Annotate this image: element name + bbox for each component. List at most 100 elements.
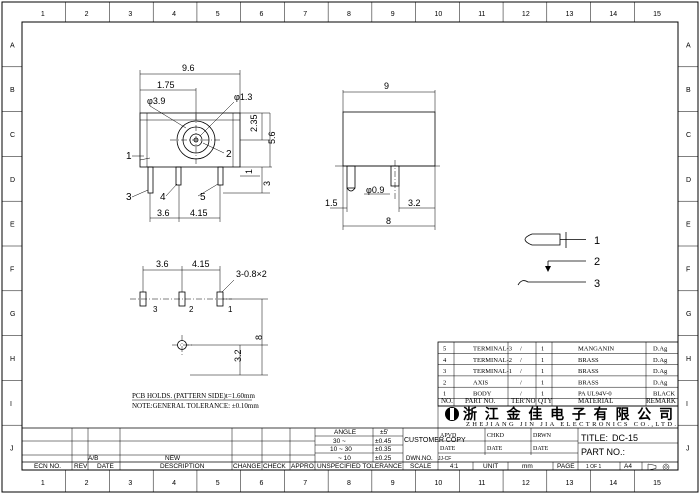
column-label-1: 1: [41, 480, 45, 487]
side-pin-left: [346, 165, 356, 189]
row-label-A: A: [686, 42, 691, 49]
tb-drwn: DRWN: [533, 433, 552, 439]
schematic-node-3: 3: [594, 278, 600, 290]
bom-row-1-no: 1: [443, 391, 446, 398]
tb-title-value: DC-15: [612, 433, 638, 443]
bom-header-remark: REMARK: [646, 397, 676, 405]
row-label-A: A: [10, 42, 15, 49]
tol-range-3: ~ 10: [338, 455, 351, 462]
tb-size: A4: [624, 463, 632, 470]
column-label-12: 12: [522, 11, 530, 18]
dim-pin-diameter: φ1.3: [234, 92, 252, 102]
row-label-J: J: [686, 446, 690, 453]
bom-row-3-ter: /: [520, 368, 522, 375]
bom-row-5-remark: D.Ag: [653, 346, 668, 353]
bom-header-no: NO.: [441, 397, 453, 405]
rev-rev-label: REV: [74, 463, 88, 470]
bom-row-1-ter: /: [520, 391, 522, 398]
side-dim-right: 3.2: [408, 198, 421, 208]
bom-row-3-part: TERMINAL-1: [473, 368, 512, 375]
bom-header-part: PART NO.: [465, 397, 496, 405]
bom-row-4-material: BRASS: [578, 357, 599, 364]
pcb-dim-v2: 3.2: [233, 349, 243, 362]
bom-header-material: MATERIAL: [578, 397, 613, 405]
customer-copy: CUSTOMER COPY: [404, 437, 466, 444]
dim-v4: 3: [262, 181, 272, 186]
column-label-15: 15: [653, 11, 661, 18]
schematic-node-2: 2: [594, 256, 600, 268]
dim-bottom-1: 3.6: [157, 208, 170, 218]
column-label-10: 10: [434, 11, 442, 18]
tb-dwn-no: DWN.NO.: [406, 456, 433, 462]
column-index-labels: 1122334455667788991010111112121313141415…: [41, 2, 661, 492]
column-label-3: 3: [128, 480, 132, 487]
bom-header-ter: TER'NO: [511, 397, 536, 405]
column-label-8: 8: [347, 480, 351, 487]
side-body-outline: [342, 111, 436, 167]
tol-angle-val: ±5': [380, 429, 388, 436]
bom-row-2-ter: /: [520, 379, 522, 386]
row-label-C: C: [686, 132, 691, 139]
tb-date-1: DATE: [440, 446, 456, 452]
column-label-2: 2: [85, 11, 89, 18]
row-label-H: H: [686, 356, 691, 363]
bom-row-5-no: 5: [443, 346, 446, 353]
projection-symbol-icon: [647, 463, 670, 471]
column-label-15: 15: [653, 480, 661, 487]
row-label-E: E: [10, 222, 15, 229]
row-label-I: I: [10, 401, 12, 408]
column-label-7: 7: [303, 480, 307, 487]
tol-angle: ANGLE: [334, 429, 357, 436]
pin-5: [217, 166, 224, 186]
bom-row-5-material: MANGANIN: [578, 346, 614, 353]
row-label-F: F: [686, 266, 690, 273]
tol-label: UNSPECIFIED TOLERANCE: [317, 463, 403, 470]
rev-date-label: DATE: [97, 463, 115, 470]
tb-scale: SCALE: [410, 463, 432, 470]
row-label-E: E: [686, 222, 691, 229]
pcb-dim-a: 3.6: [156, 259, 169, 269]
column-label-2: 2: [85, 480, 89, 487]
rev-change-label: CHANGE: [233, 463, 261, 470]
dim-v1: 2.35: [249, 114, 259, 132]
row-label-F: F: [10, 266, 14, 273]
tb-page-val: 1 OF 1: [586, 464, 602, 470]
column-label-3: 3: [128, 11, 132, 18]
row-label-D: D: [10, 177, 15, 184]
company-name-cn: 浙江金佳电子有限公司: [463, 406, 673, 422]
rev-ab: A/B: [88, 455, 98, 462]
column-label-5: 5: [216, 480, 220, 487]
tb-chkd: CHKD: [487, 433, 505, 439]
company-name-en: ZHEJIANG JIN JIA ELECTRONICS CO.,LTD.: [466, 421, 676, 428]
bom-row-3-material: BRASS: [578, 368, 599, 375]
plug-symbol: [524, 233, 561, 246]
bom-row-5-part: TERMINAL-3: [473, 346, 512, 353]
bom-row-5-qty: 1: [541, 346, 544, 353]
title-block: A/B NEW ECN NO. REV DATE DESCRIPTION CHA…: [22, 406, 678, 471]
side-dim-top: 9: [384, 81, 389, 91]
row-label-G: G: [686, 311, 691, 318]
rev-ecn-label: ECN NO.: [34, 463, 61, 470]
bom-row-2-qty: 1: [541, 379, 544, 386]
bom-row-1-qty: 1: [541, 391, 544, 398]
tb-date-3: DATE: [533, 446, 549, 452]
column-label-4: 4: [172, 11, 176, 18]
front-view: 9.6 1.75 φ3.9 φ1.3 2.35 5.6 1 3 3.6 4.15…: [126, 63, 277, 222]
dim-body-diameter: φ3.9: [147, 96, 165, 106]
bom-row-4-no: 4: [443, 357, 447, 364]
row-label-I: I: [686, 401, 688, 408]
row-label-H: H: [10, 356, 15, 363]
tb-page: PAGE: [557, 463, 575, 470]
column-label-14: 14: [609, 11, 617, 18]
callout-5: 5: [200, 192, 206, 203]
column-label-6: 6: [260, 11, 264, 18]
pcb-dim-b: 4.15: [192, 259, 210, 269]
row-label-B: B: [686, 87, 691, 94]
pcb-note-2: NOTE:GENERAL TOLERANCE: ±0.10mm: [132, 402, 259, 410]
tb-title-label: TITLE:: [581, 433, 608, 443]
column-label-12: 12: [522, 480, 530, 487]
pcb-hole-spec: 3-0.8×2: [236, 269, 267, 279]
